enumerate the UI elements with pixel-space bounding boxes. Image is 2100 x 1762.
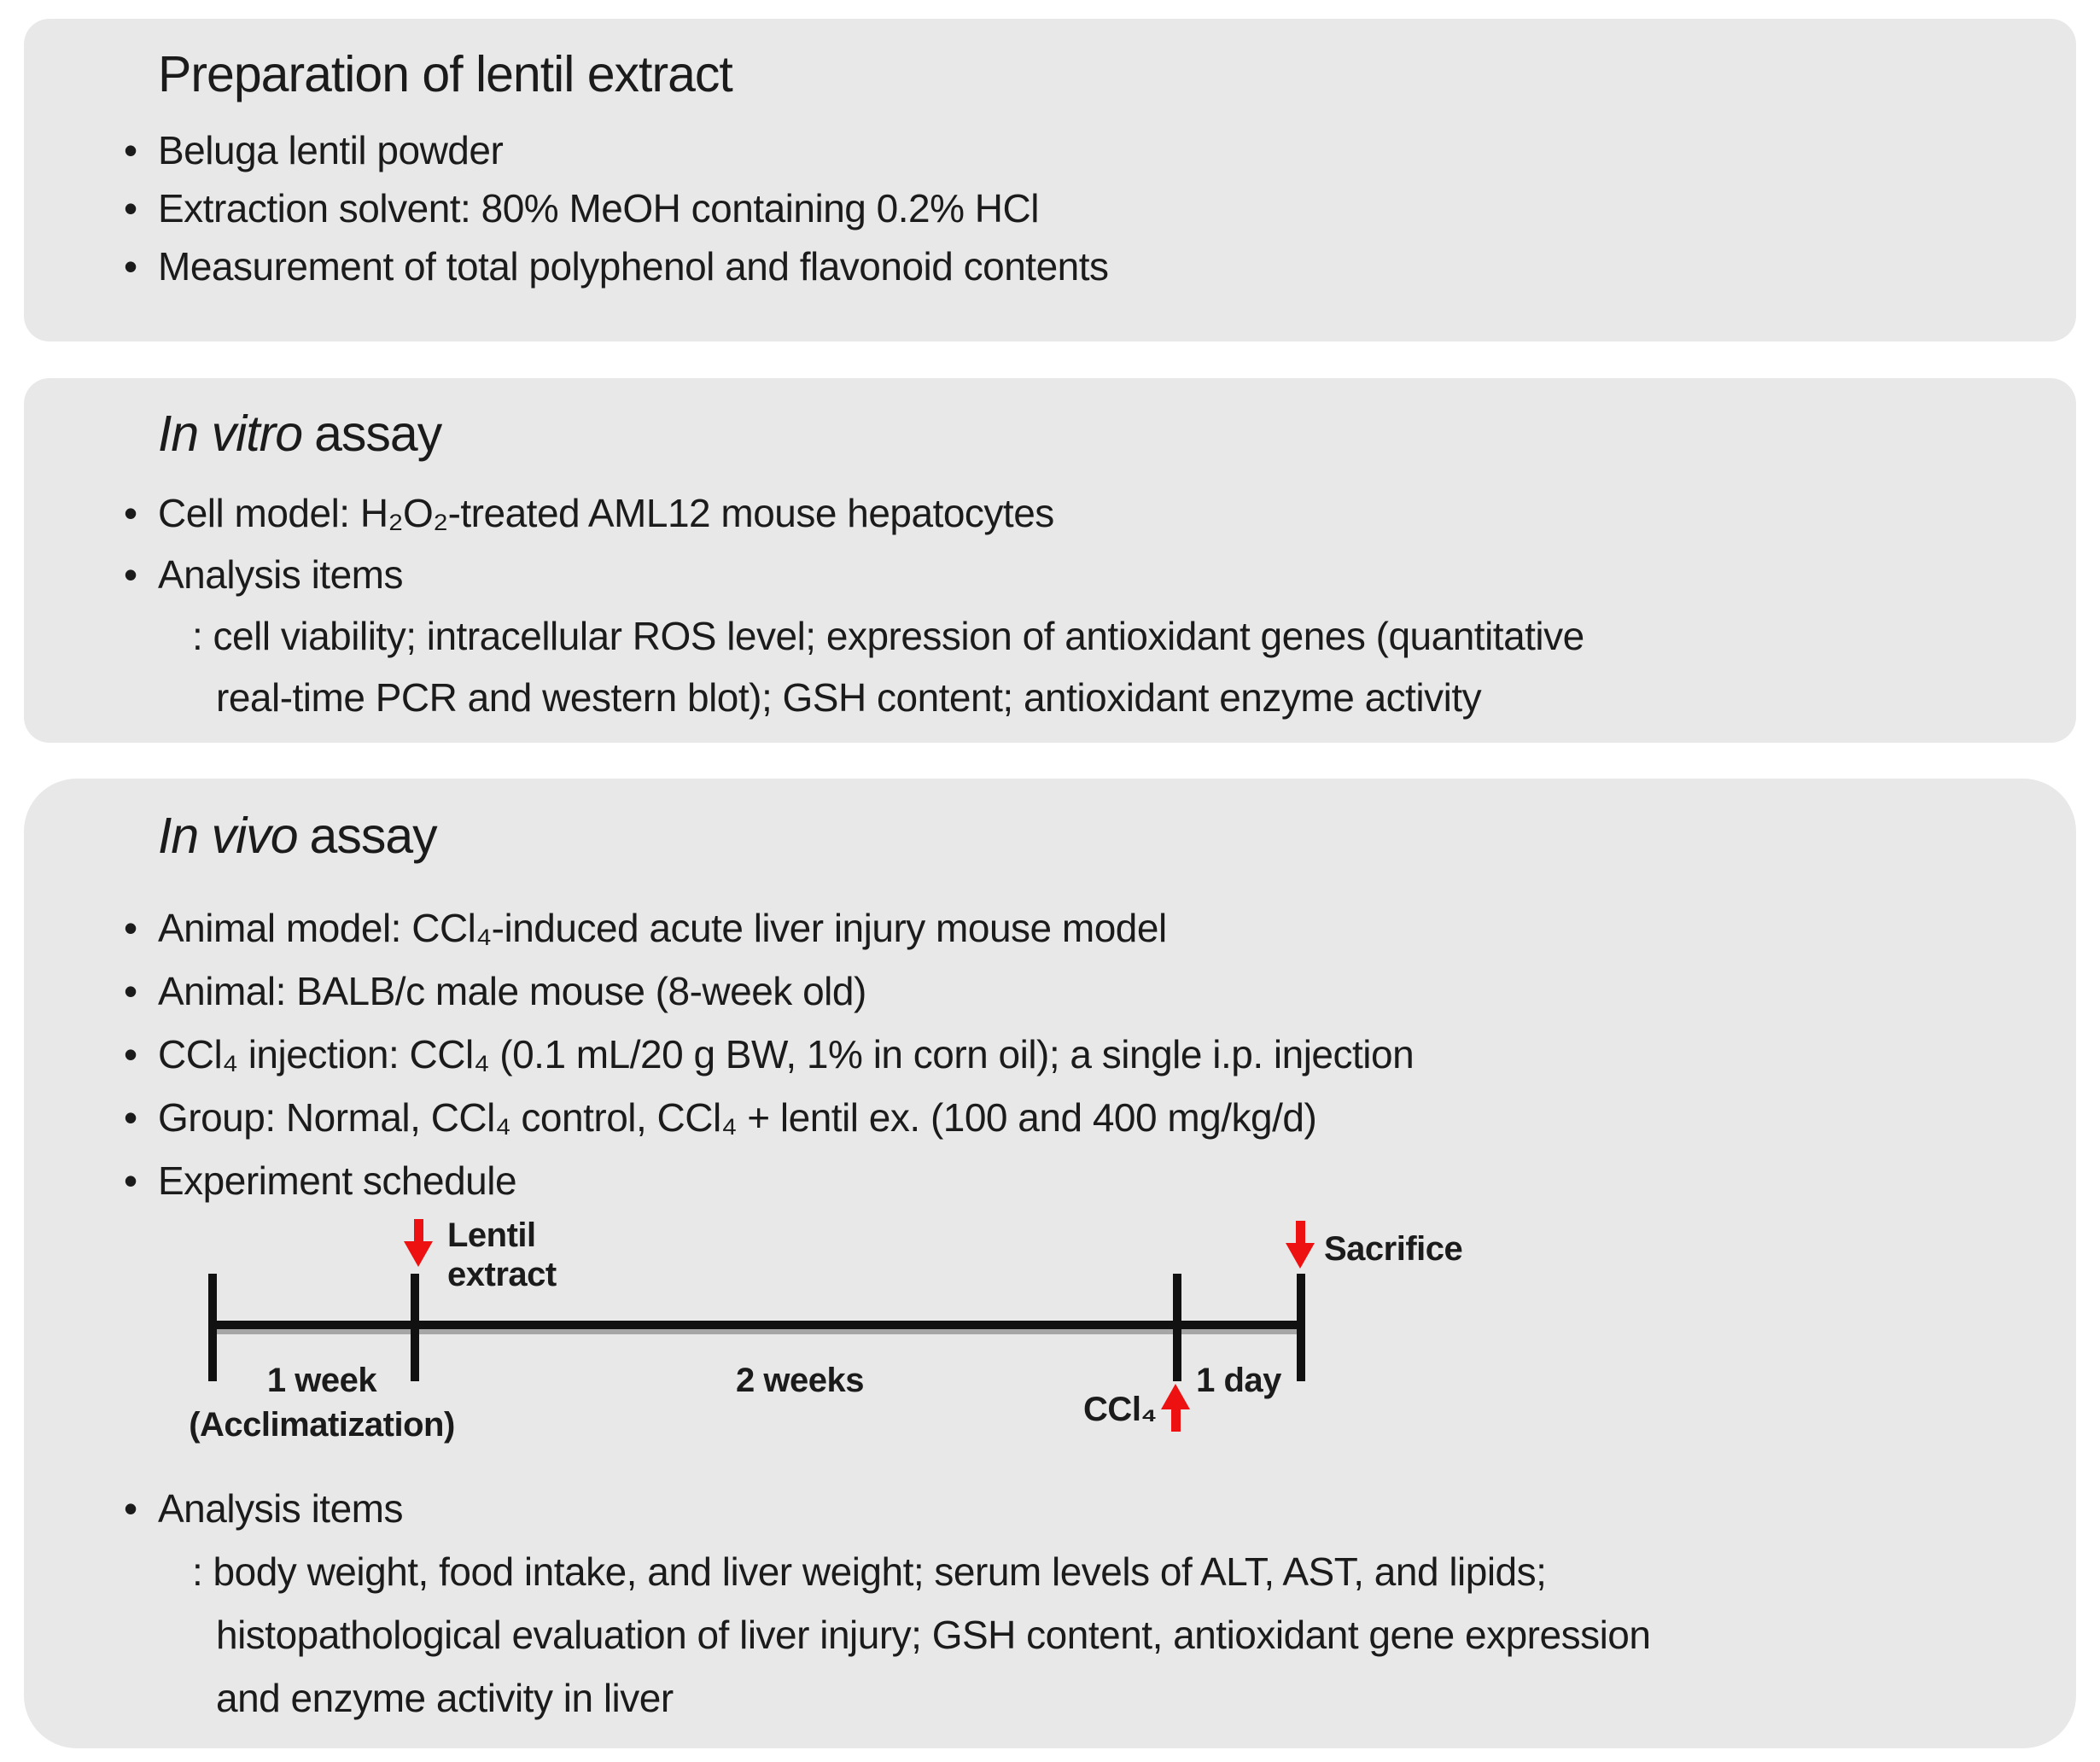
experiment-schedule-timeline: Lentil extract Sacrifice CCl₄ 1 week (Ac… bbox=[24, 779, 2076, 1748]
bullet-dot-icon bbox=[124, 482, 158, 544]
analysis-items-line: and enzyme activity in liver bbox=[216, 1676, 674, 1720]
bullet-text: Extraction solvent: 80% MeOH containing … bbox=[158, 186, 1039, 230]
bullet-text: Animal model: CCl₄-induced acute liver i… bbox=[158, 906, 1167, 950]
bullet-dot-icon bbox=[124, 179, 158, 237]
red-down-arrow-icon bbox=[1286, 1221, 1315, 1269]
timeline-tick-lentil-start bbox=[411, 1274, 419, 1381]
list-item: Group: Normal, CCl₄ control, CCl₄ + lent… bbox=[124, 1086, 2033, 1149]
analysis-items-line: histopathological evaluation of liver in… bbox=[216, 1613, 1651, 1657]
sacrifice-label: Sacrifice bbox=[1324, 1230, 1463, 1268]
invivo-bullet-list: Animal model: CCl₄-induced acute liver i… bbox=[124, 896, 2033, 1730]
arrow-head bbox=[404, 1241, 433, 1267]
bullet-text: Animal: BALB/c male mouse (8-week old) bbox=[158, 969, 866, 1013]
red-down-arrow-icon bbox=[404, 1219, 433, 1267]
segment-label-1-day: 1 day bbox=[1196, 1362, 1281, 1399]
list-item: Animal model: CCl₄-induced acute liver i… bbox=[124, 896, 2033, 960]
bullet-text: Beluga lentil powder bbox=[158, 128, 504, 172]
ccl4-label: CCl₄ bbox=[1083, 1391, 1157, 1428]
bullet-text: Analysis items bbox=[158, 552, 403, 597]
timeline-tick-end bbox=[1297, 1274, 1305, 1381]
timeline-axis bbox=[208, 1321, 1305, 1329]
arrow-head bbox=[1161, 1384, 1190, 1409]
red-up-arrow-icon bbox=[1161, 1384, 1190, 1432]
invitro-title-normal: assay bbox=[314, 405, 442, 462]
list-item: Beluga lentil powder bbox=[124, 121, 2033, 179]
bullet-text: Experiment schedule bbox=[158, 1158, 517, 1203]
invivo-title-italic: In vivo bbox=[158, 808, 299, 864]
list-item: Experiment schedule bbox=[124, 1149, 2033, 1212]
bullet-text: Cell model: H₂O₂-treated AML12 mouse hep… bbox=[158, 491, 1054, 535]
segment-label-1-week: 1 week bbox=[266, 1362, 377, 1399]
bullet-text: Group: Normal, CCl₄ control, CCl₄ + lent… bbox=[158, 1095, 1317, 1140]
arrow-shaft bbox=[1170, 1409, 1181, 1432]
bullet-text: Analysis items bbox=[158, 1486, 403, 1531]
analysis-items-line: : body weight, food intake, and liver we… bbox=[192, 1549, 1547, 1594]
list-item: Analysis items bbox=[124, 1477, 2033, 1540]
invitro-bullet-list: Cell model: H₂O₂-treated AML12 mouse hep… bbox=[124, 482, 2033, 728]
list-item: Cell model: H₂O₂-treated AML12 mouse hep… bbox=[124, 482, 2033, 544]
bullet-dot-icon bbox=[124, 121, 158, 179]
list-item: Analysis items bbox=[124, 544, 2033, 605]
list-item: Animal: BALB/c male mouse (8-week old) bbox=[124, 960, 2033, 1023]
bullet-text: CCl₄ injection: CCl₄ (0.1 mL/20 g BW, 1%… bbox=[158, 1032, 1415, 1076]
analysis-items-line: : cell viability; intracellular ROS leve… bbox=[192, 614, 1584, 658]
invivo-title-normal: assay bbox=[309, 808, 438, 864]
list-item: CCl₄ injection: CCl₄ (0.1 mL/20 g BW, 1%… bbox=[124, 1023, 2033, 1086]
timeline-axis-shadow bbox=[208, 1329, 1305, 1334]
preparation-panel: Preparation of lentil extract Beluga len… bbox=[24, 19, 2076, 341]
arrow-shaft bbox=[1295, 1221, 1305, 1243]
bullet-text: Measurement of total polyphenol and flav… bbox=[158, 244, 1109, 289]
list-item: Measurement of total polyphenol and flav… bbox=[124, 237, 2033, 295]
invitro-title-italic: In vitro bbox=[158, 405, 303, 462]
segment-sublabel-acclimatization: (Acclimatization) bbox=[189, 1406, 455, 1444]
timeline-tick-start bbox=[208, 1274, 217, 1381]
bullet-dot-icon bbox=[124, 237, 158, 295]
preparation-bullet-list: Beluga lentil powder Extraction solvent:… bbox=[124, 121, 2033, 295]
lentil-extract-label: Lentil extract bbox=[447, 1216, 557, 1293]
timeline-tick-ccl4 bbox=[1173, 1274, 1181, 1381]
analysis-items-line: real-time PCR and western blot); GSH con… bbox=[216, 675, 1482, 720]
bullet-dot-icon bbox=[124, 544, 158, 605]
arrow-head bbox=[1286, 1243, 1315, 1269]
arrow-shaft bbox=[413, 1219, 423, 1241]
list-item: Extraction solvent: 80% MeOH containing … bbox=[124, 179, 2033, 237]
segment-label-2-weeks: 2 weeks bbox=[736, 1362, 864, 1399]
preparation-title: Preparation of lentil extract bbox=[158, 46, 733, 102]
